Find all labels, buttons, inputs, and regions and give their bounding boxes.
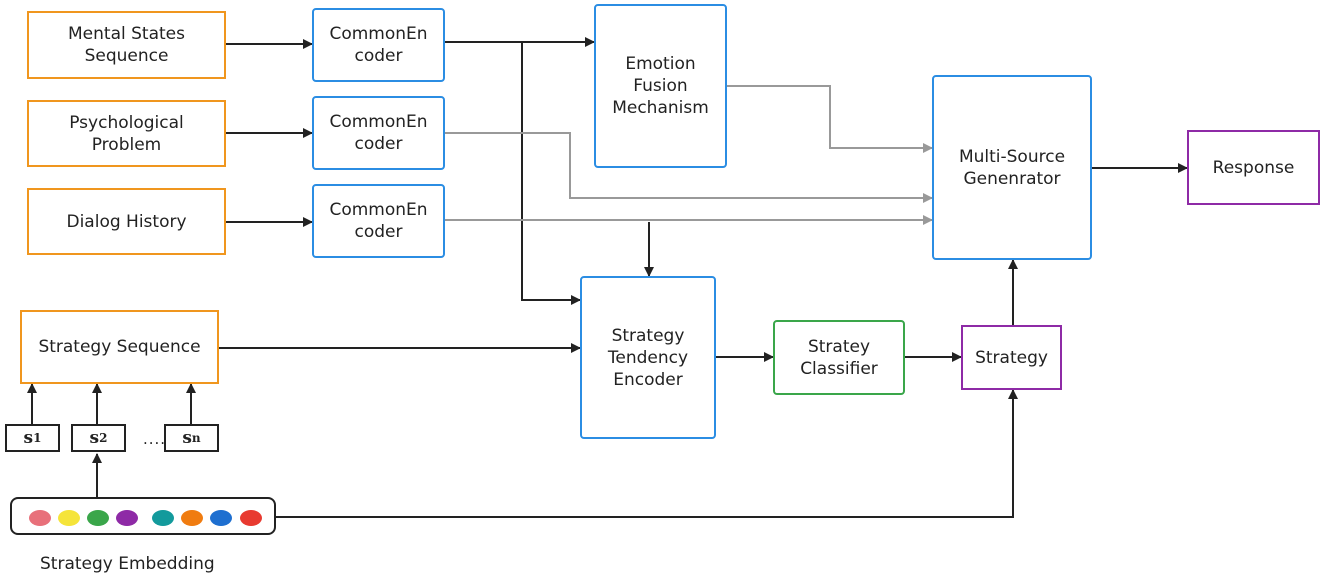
strategy-classifier-label: Stratey Classifier (800, 336, 878, 379)
token-sn-base: s (182, 428, 192, 448)
strategy-embedding-label: Strategy Embedding (40, 554, 215, 574)
encoder-node-1: CommonEn coder (312, 8, 445, 82)
encoder-label-2: CommonEn coder (329, 112, 428, 154)
emotion-fusion-label: Emotion Fusion Mechanism (612, 54, 709, 118)
embedding-dot (210, 510, 232, 526)
emotion-fusion-node: Emotion Fusion Mechanism (594, 4, 727, 168)
edge-fusion-to-generator (727, 85, 933, 153)
edge-embedding-to-strategy (276, 389, 1018, 518)
strategy-sequence-label: Strategy Sequence (38, 337, 201, 357)
multi-source-generator-node: Multi-Source Genenrator (932, 75, 1092, 260)
multi-source-generator-label: Multi-Source Genenrator (958, 146, 1066, 189)
psych-problem-label: Psychological Problem (69, 112, 184, 155)
embedding-dot (29, 510, 51, 526)
response-label: Response (1212, 157, 1295, 178)
encoder-label-1: CommonEn coder (329, 24, 428, 66)
token-s2-sub: 2 (99, 431, 108, 445)
token-sn-sub: n (191, 431, 201, 445)
edge-encoder1-to-tendency (521, 42, 581, 305)
edge-encoder2-to-generator (445, 132, 933, 203)
embedding-dot (181, 510, 203, 526)
psych-problem-node: Psychological Problem (27, 100, 226, 167)
strategy-tendency-encoder-node: Strategy Tendency Encoder (580, 276, 716, 439)
token-s1-base: s (23, 428, 34, 448)
encoder-node-2: CommonEn coder (312, 96, 445, 170)
embedding-dot (116, 510, 138, 526)
embedding-dot (240, 510, 262, 526)
encoder-label-3: CommonEn coder (329, 200, 428, 242)
strategy-embedding-bar (10, 497, 276, 535)
strategy-node: Strategy (961, 325, 1062, 390)
token-s2-base: s (89, 428, 100, 448)
embedding-dot (87, 510, 109, 526)
strategy-classifier-node: Stratey Classifier (773, 320, 905, 395)
strategy-tendency-encoder-label: Strategy Tendency Encoder (607, 325, 689, 390)
strategy-sequence-node: Strategy Sequence (20, 310, 219, 384)
token-s1-sub: 1 (33, 431, 42, 445)
embedding-dot (152, 510, 174, 526)
mental-states-label: Mental States Sequence (68, 24, 185, 66)
embedding-dot (58, 510, 80, 526)
response-node: Response (1187, 130, 1320, 205)
encoder-node-3: CommonEn coder (312, 184, 445, 258)
token-ellipsis: ..... (143, 430, 172, 448)
dialog-history-label: Dialog History (66, 211, 187, 232)
mental-states-node: Mental States Sequence (27, 11, 226, 79)
strategy-label: Strategy (975, 347, 1048, 368)
dialog-history-node: Dialog History (27, 188, 226, 255)
